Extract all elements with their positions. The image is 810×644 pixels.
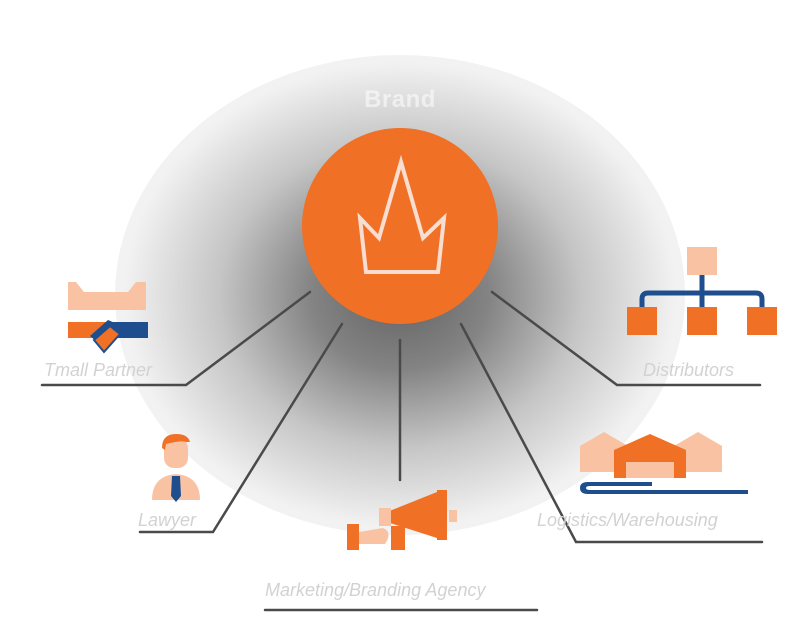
crown-icon bbox=[357, 154, 447, 274]
node-label-tmall-partner: Tmall Partner bbox=[44, 360, 153, 380]
handshake-icon bbox=[68, 282, 148, 354]
warehouse-icon bbox=[580, 432, 748, 494]
node-label-lawyer: Lawyer bbox=[138, 510, 197, 530]
connector-lawyer bbox=[138, 322, 344, 534]
businessman-icon bbox=[152, 434, 200, 502]
node-label-distributors: Distributors bbox=[643, 360, 735, 380]
connector-distributors bbox=[490, 290, 762, 387]
connector-logistics bbox=[459, 322, 764, 544]
megaphone-icon bbox=[347, 490, 457, 550]
node-label-logistics: Logistics/Warehousing bbox=[537, 510, 718, 530]
brand-node bbox=[302, 128, 498, 324]
hierarchy-icon bbox=[627, 247, 777, 335]
node-label-marketing: Marketing/Branding Agency bbox=[265, 580, 486, 600]
connector-tmall-partner bbox=[40, 290, 312, 387]
brand-label: Brand bbox=[364, 86, 436, 113]
